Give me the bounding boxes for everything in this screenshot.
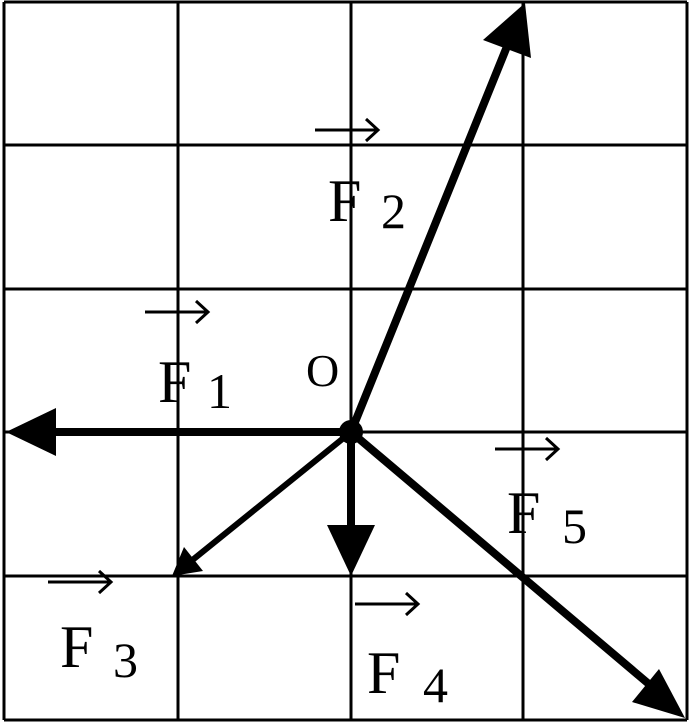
force-f1-subscript: 1	[207, 363, 232, 419]
origin-point	[339, 420, 363, 444]
origin-label: O	[306, 345, 339, 396]
f5-vector-arrow-icon	[495, 436, 561, 462]
force-f3-subscript: 3	[113, 632, 138, 688]
force-f4-arrowhead	[327, 525, 375, 576]
force-f3-label: F 3	[60, 614, 138, 688]
force-f2-subscript: 2	[381, 183, 406, 239]
force-f4-subscript: 4	[423, 657, 448, 713]
force-vectors	[6, 3, 685, 718]
f4-vector-arrow-icon	[355, 591, 421, 617]
force-f2-arrowhead	[483, 3, 531, 58]
force-f3-shaft	[187, 429, 354, 565]
force-f2-shaft	[347, 40, 512, 436]
force-f5-label: F 5	[507, 480, 587, 554]
f2-vector-arrow-icon	[315, 117, 381, 143]
force-f3-arrowhead	[172, 547, 203, 576]
force-f5-letter: F	[507, 480, 540, 546]
f3-vector-arrow-icon	[48, 569, 114, 595]
force-f4-label: F 4	[367, 640, 448, 713]
force-f1-label: F 1	[158, 349, 232, 419]
force-f5-subscript: 5	[562, 498, 587, 554]
force-labels: F 1 F 2 F 3 F 4 F 5	[60, 168, 587, 713]
force-f3-letter: F	[60, 614, 93, 680]
force-f5-shaft	[347, 428, 654, 689]
force-f1-arrowhead	[6, 408, 56, 456]
force-f2-label: F 2	[328, 168, 406, 239]
force-f2-letter: F	[328, 168, 361, 234]
force-f4-letter: F	[367, 640, 400, 706]
force-f5-arrowhead	[632, 669, 685, 718]
f1-vector-arrow-icon	[145, 299, 211, 325]
force-f1-letter: F	[158, 349, 191, 415]
vector-notation-arrows	[48, 117, 561, 617]
